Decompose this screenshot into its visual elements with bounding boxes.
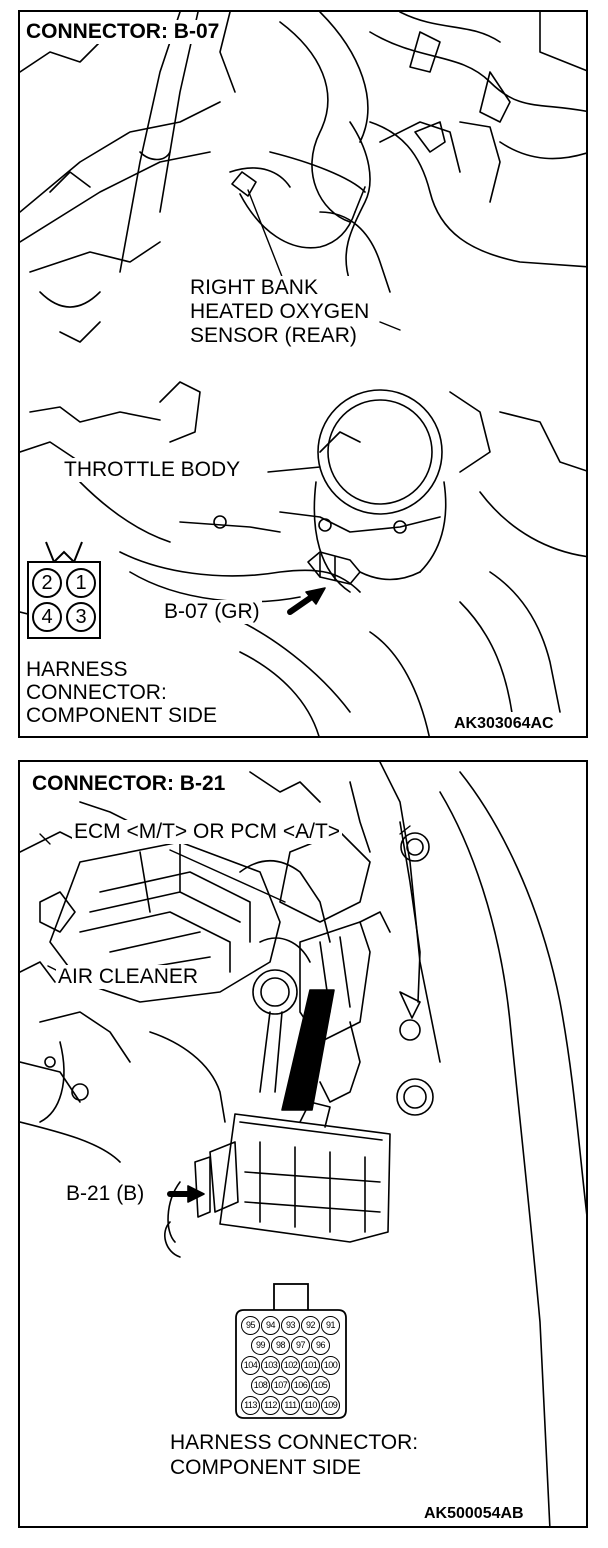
pin-91: 91	[321, 1316, 340, 1335]
pin-93: 93	[281, 1316, 300, 1335]
pin-100: 100	[321, 1356, 340, 1375]
pin-112: 112	[261, 1396, 280, 1415]
pin-1: 1	[66, 568, 96, 598]
pin-95: 95	[241, 1316, 260, 1335]
pin-105: 105	[311, 1376, 330, 1395]
throttle-body-label: THROTTLE BODY	[62, 458, 243, 482]
pin-102: 102	[281, 1356, 300, 1375]
panel-title: CONNECTOR: B-07	[24, 20, 222, 44]
harness-label-line: CONNECTOR:	[26, 681, 167, 704]
figure-code: AK500054AB	[422, 1502, 526, 1526]
pin-4: 4	[32, 602, 62, 632]
oxygen-sensor-label: RIGHT BANK HEATED OXYGEN SENSOR (REAR)	[188, 276, 372, 348]
pin-110: 110	[301, 1396, 320, 1415]
harness-connector-label: HARNESS CONNECTOR: COMPONENT SIDE	[168, 1430, 421, 1480]
connector-callout: B-07 (GR)	[162, 600, 262, 624]
pin-92: 92	[301, 1316, 320, 1335]
figure-code: AK303064AC	[452, 712, 556, 736]
air-cleaner-label: AIR CLEANER	[56, 965, 201, 989]
engine-bay-line-drawing-2	[20, 762, 586, 1526]
pin-3: 3	[66, 602, 96, 632]
ecm-pcm-label: ECM <M/T> OR PCM <A/T>	[72, 820, 343, 844]
harness-label-line: HARNESS CONNECTOR:	[170, 1431, 419, 1454]
harness-label-line: COMPONENT SIDE	[170, 1456, 361, 1479]
pin-111: 111	[281, 1396, 300, 1415]
harness-label-line: COMPONENT SIDE	[26, 704, 217, 727]
pin-109: 109	[321, 1396, 340, 1415]
pin-2: 2	[32, 568, 62, 598]
pin-diagram: 2 1 4 3	[26, 540, 102, 640]
pin-113: 113	[241, 1396, 260, 1415]
oxygen-sensor-label-line: RIGHT BANK	[190, 276, 318, 299]
connector-callout: B-21 (B)	[64, 1182, 147, 1206]
connector-b21-panel: CONNECTOR: B-21 ECM <M/T> OR PCM <A/T> A…	[18, 760, 588, 1528]
harness-connector-label: HARNESS CONNECTOR: COMPONENT SIDE	[24, 658, 219, 727]
pin-99: 99	[251, 1336, 270, 1355]
pin-98: 98	[271, 1336, 290, 1355]
pin-94: 94	[261, 1316, 280, 1335]
oxygen-sensor-label-line: HEATED OXYGEN	[190, 300, 370, 323]
pin-104: 104	[241, 1356, 260, 1375]
pin-107: 107	[271, 1376, 290, 1395]
pin-108: 108	[251, 1376, 270, 1395]
harness-label-line: HARNESS	[26, 658, 128, 681]
engine-bay-line-drawing-1	[20, 12, 586, 736]
pin-106: 106	[291, 1376, 310, 1395]
panel-title: CONNECTOR: B-21	[30, 772, 228, 796]
pin-103: 103	[261, 1356, 280, 1375]
oxygen-sensor-label-line: SENSOR (REAR)	[190, 324, 357, 347]
pin-101: 101	[301, 1356, 320, 1375]
connector-b07-panel: CONNECTOR: B-07 RIGHT BANK HEATED OXYGEN…	[18, 10, 588, 738]
pin-97: 97	[291, 1336, 310, 1355]
pin-96: 96	[311, 1336, 330, 1355]
